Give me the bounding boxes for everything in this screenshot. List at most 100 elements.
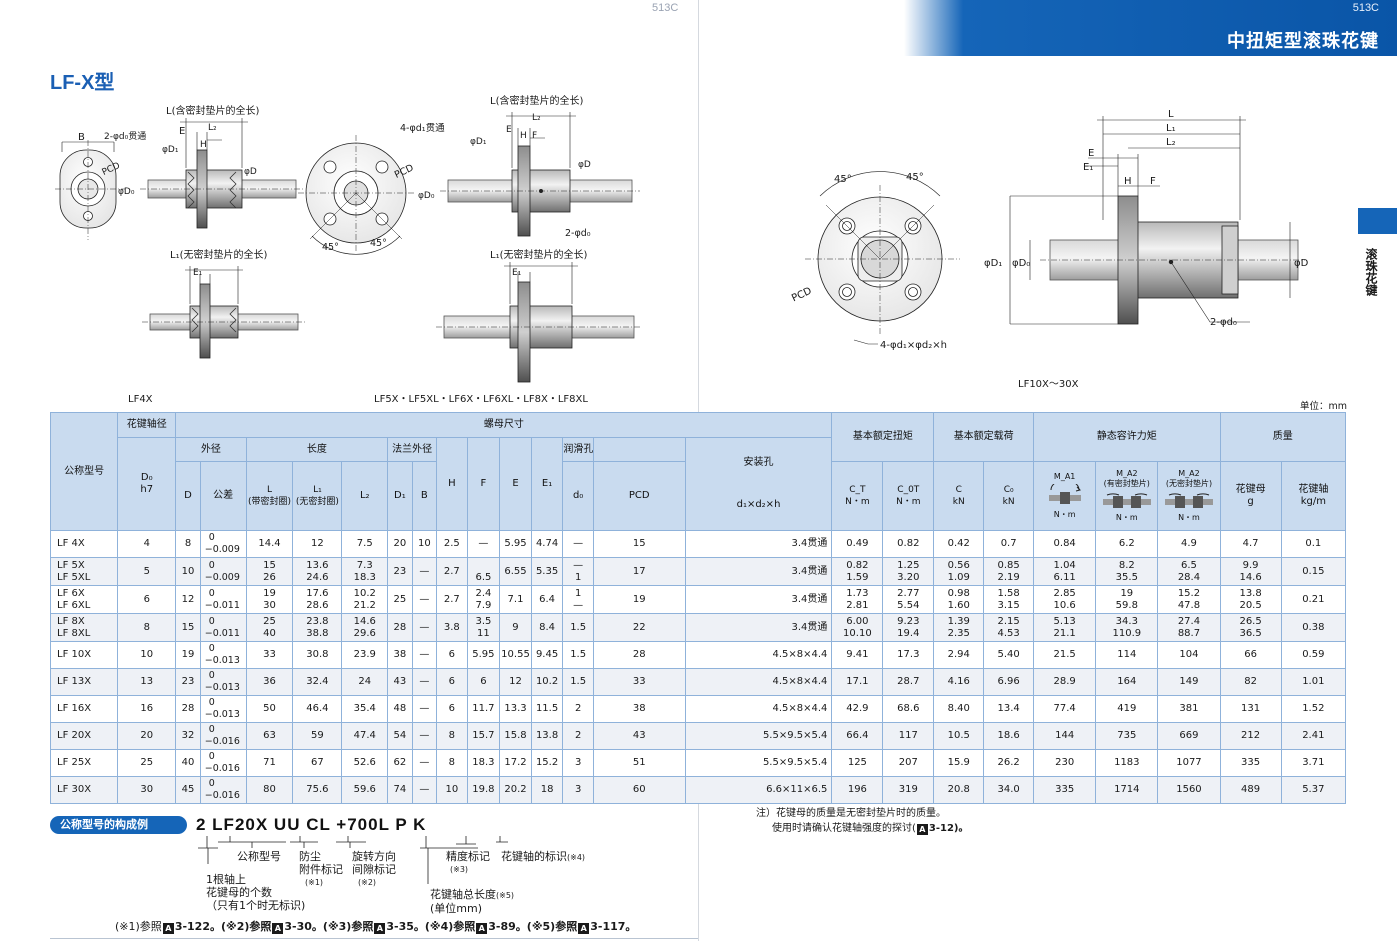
cell-CT: 17.1 bbox=[831, 668, 884, 696]
cell-Do: 6 bbox=[117, 585, 177, 614]
example-part-shaft-symbol: 花键轴的标识(※4) bbox=[501, 850, 586, 863]
cell-B: — bbox=[411, 776, 438, 804]
cell-nut: 4.7 bbox=[1219, 530, 1282, 558]
cell-tol: 0−0.013 bbox=[199, 695, 247, 723]
lf10x-label-D1: φD₁ bbox=[984, 258, 1002, 269]
lf10x-label-L: L bbox=[1168, 109, 1174, 120]
lf4x-label-L1: L₁(无密封垫片的全长) bbox=[170, 248, 267, 261]
th-flange: 法兰外径 bbox=[387, 437, 438, 462]
cell-MA2a: 1714 bbox=[1095, 776, 1159, 804]
cell-D1: 23 bbox=[387, 557, 413, 586]
lf10x-label-E1: E₁ bbox=[1083, 162, 1093, 173]
cell-E1: 6.4 bbox=[530, 585, 564, 614]
cell-E1: 5.35 bbox=[530, 557, 564, 586]
lf10x-label-L2: L₂ bbox=[1166, 137, 1176, 148]
th-tol: 公差 bbox=[199, 461, 247, 531]
cell-C: 0.42 bbox=[933, 530, 985, 558]
cell-model: LF 25X bbox=[49, 749, 119, 777]
cell-do: 1.5 bbox=[562, 668, 594, 696]
cell-tol: 0−0.009 bbox=[199, 557, 247, 586]
cell-MA2b: 669 bbox=[1157, 722, 1221, 750]
cell-MA2a: 735 bbox=[1095, 722, 1159, 750]
footer-rule bbox=[50, 938, 698, 939]
lf5x-label-E1: E₁ bbox=[512, 268, 522, 278]
cell-H: 2.7 bbox=[436, 585, 468, 614]
lf5x-label-D: φD bbox=[578, 160, 591, 170]
cell-D1: 20 bbox=[387, 530, 413, 558]
cell-MA2b: 104 bbox=[1157, 641, 1221, 669]
cell-shaft: 3.71 bbox=[1280, 749, 1347, 777]
cell-COT: 0.82 bbox=[882, 530, 935, 558]
lf4x-label-H: H bbox=[200, 140, 207, 150]
series-title: LF-X型 bbox=[50, 72, 115, 94]
cell-E1: 10.2 bbox=[530, 668, 564, 696]
lf5x-side-view-nut-only bbox=[436, 262, 640, 383]
lf10x-label-F: F bbox=[1150, 176, 1156, 187]
cell-MA2b: 149 bbox=[1157, 668, 1221, 696]
moment-icon bbox=[1164, 493, 1213, 508]
cell-tol: 0−0.016 bbox=[199, 776, 247, 804]
cell-shaft: 0.1 bbox=[1280, 530, 1347, 558]
th-lube: 润滑孔 bbox=[562, 437, 594, 462]
cell-model: LF 16X bbox=[49, 695, 119, 723]
th-L2: L₂ bbox=[341, 461, 389, 531]
cell-Do: 8 bbox=[117, 613, 177, 642]
cell-MA1: 335 bbox=[1033, 776, 1097, 804]
cell-L2: 24 bbox=[341, 668, 389, 696]
cell-COT: 17.3 bbox=[882, 641, 935, 669]
cell-tol: 0−0.013 bbox=[199, 641, 247, 669]
cell-model: LF 20X bbox=[49, 722, 119, 750]
cell-E: 20.2 bbox=[499, 776, 532, 804]
cell-D: 40 bbox=[175, 749, 201, 777]
cell-PCD: 15 bbox=[592, 530, 686, 558]
cell-D1: 28 bbox=[387, 613, 413, 642]
cell-model: LF 4X bbox=[49, 530, 119, 558]
cell-nut: 82 bbox=[1219, 668, 1282, 696]
cell-H: 8 bbox=[436, 749, 468, 777]
cell-CT: 9.41 bbox=[831, 641, 884, 669]
th-H: H bbox=[436, 437, 468, 531]
side-tab[interactable] bbox=[1358, 208, 1397, 234]
lf5x-label-L2: L₂ bbox=[532, 113, 541, 123]
lf5x-angle-b: 45° bbox=[370, 238, 387, 249]
cell-shaft: 1.01 bbox=[1280, 668, 1347, 696]
lf4x-label-E: E bbox=[179, 126, 185, 137]
cell-D: 8 bbox=[175, 530, 201, 558]
cell-B: — bbox=[411, 749, 438, 777]
th-L1: L₁(无密封圈) bbox=[292, 461, 343, 531]
cell-COT: 28.7 bbox=[882, 668, 935, 696]
ref-icon: A bbox=[578, 923, 590, 934]
th-D: D bbox=[175, 461, 201, 531]
lf5x-label-H: H bbox=[520, 131, 527, 141]
cell-PCD: 43 bbox=[592, 722, 686, 750]
cell-do: 3 bbox=[562, 749, 594, 777]
th-length: 长度 bbox=[245, 437, 389, 462]
cell-Do: 5 bbox=[117, 557, 177, 586]
ref-icon: A bbox=[162, 923, 174, 934]
lf4x-label-B: B bbox=[78, 132, 85, 143]
example-part-length: 花键轴总长度(※5)(单位mm) bbox=[430, 888, 515, 915]
lf5x-label-holes: 4-φd₁贯通 bbox=[400, 123, 445, 134]
cell-tol: 0−0.016 bbox=[199, 749, 247, 777]
lf4x-label-Do: φD₀ bbox=[118, 187, 135, 197]
th-B: B bbox=[411, 461, 438, 531]
cell-D: 32 bbox=[175, 722, 201, 750]
cell-MA1: 0.84 bbox=[1033, 530, 1097, 558]
